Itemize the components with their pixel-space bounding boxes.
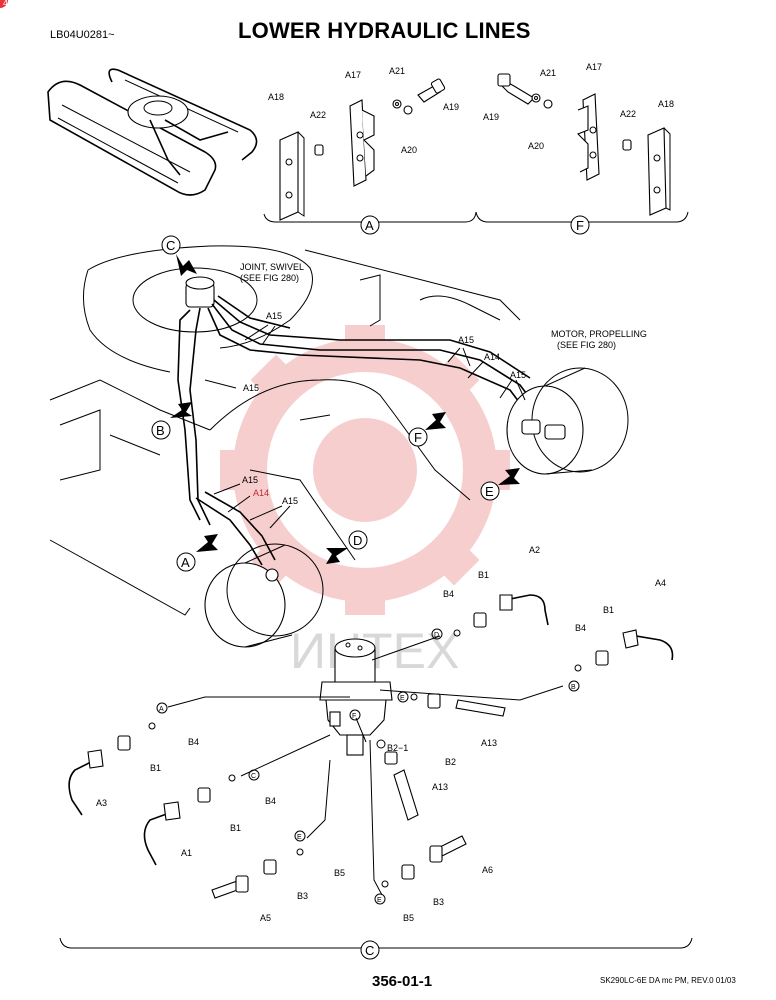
arrow-d-icon xyxy=(326,548,348,564)
section-c-bottom xyxy=(360,940,380,960)
motor-note-line2: (SEE FIG 280) xyxy=(557,340,616,350)
section-e-mid-label: E xyxy=(485,484,494,499)
section-a-top xyxy=(360,215,380,235)
tag-e-left: E xyxy=(297,834,302,841)
label-b4-top: B4 xyxy=(443,589,454,599)
label-a21-f: A21 xyxy=(540,68,556,78)
swivel-joint-note-line2: (SEE FIG 280) xyxy=(240,273,299,283)
label-a14-lower: A14 xyxy=(253,488,269,498)
section-b-mid xyxy=(151,420,171,440)
label-a22: A22 xyxy=(310,110,326,120)
page-number: 356-01-1 xyxy=(372,973,433,990)
label-b4-center: B4 xyxy=(265,796,276,806)
label-b5-right: B5 xyxy=(403,913,414,923)
corner-badge: 4 xyxy=(0,0,8,8)
footer-revision-code: SK290LC-6E DA mc PM, REV.0 01/03 xyxy=(600,976,736,985)
label-a6: A6 xyxy=(482,865,493,875)
label-a1: A1 xyxy=(181,848,192,858)
lower-exploded-parts xyxy=(59,594,693,957)
label-a20: A20 xyxy=(401,145,417,155)
section-c-mid-label: C xyxy=(166,238,175,253)
label-a21: A21 xyxy=(389,66,405,76)
section-c-bottom-label: C xyxy=(365,943,374,958)
label-b4-right: B4 xyxy=(575,623,586,633)
middle-leader-lines xyxy=(204,324,526,529)
detail-f-parts xyxy=(475,73,689,231)
label-a4: A4 xyxy=(655,578,666,588)
label-b2-1: B2−1 xyxy=(387,743,408,753)
document-code: LB04U0281~ xyxy=(50,29,115,41)
arrow-b-icon xyxy=(170,402,192,418)
label-b1-left: B1 xyxy=(150,763,161,773)
section-f-mid xyxy=(408,427,428,447)
swivel-joint-note-line1: JOINT, SWIVEL xyxy=(240,262,304,272)
label-a17-f: A17 xyxy=(586,62,602,72)
label-b2: B2 xyxy=(445,757,456,767)
section-a-top-label: A xyxy=(365,218,374,233)
label-b3-right: B3 xyxy=(433,897,444,907)
label-b5-left: B5 xyxy=(334,868,345,878)
label-a14-motor: A14 xyxy=(484,352,500,362)
motor-note-line1: MOTOR, PROPELLING xyxy=(551,329,647,339)
tag-e-right: E xyxy=(377,897,382,904)
arrow-a-icon xyxy=(196,534,218,552)
tag-d: D xyxy=(434,632,439,639)
label-b4-left: B4 xyxy=(188,737,199,747)
label-b1-right: B1 xyxy=(603,605,614,615)
arrow-f-icon xyxy=(425,412,446,430)
label-a19-f: A19 xyxy=(483,112,499,122)
label-a15-b: A15 xyxy=(243,383,259,393)
label-b1-top: B1 xyxy=(478,570,489,580)
section-a-mid-label: A xyxy=(181,555,190,570)
label-a15-swivel: A15 xyxy=(266,311,282,321)
label-a19: A19 xyxy=(443,102,459,112)
connection-tags: D B E F A C E E xyxy=(156,628,580,905)
callout-notes: JOINT, SWIVEL (SEE FIG 280) MOTOR, PROPE… xyxy=(240,262,647,350)
label-a2: A2 xyxy=(529,545,540,555)
label-a15-lower-2: A15 xyxy=(282,496,298,506)
label-a15-motor-2: A15 xyxy=(510,370,526,380)
arrow-e-icon xyxy=(498,468,520,485)
label-a20-f: A20 xyxy=(528,141,544,151)
label-a5: A5 xyxy=(260,913,271,923)
tag-f: F xyxy=(352,713,356,720)
part-labels: A18 A22 A17 A21 A19 A20 A19 A21 A17 A20 … xyxy=(96,62,674,923)
section-f-top xyxy=(570,215,590,235)
label-a15-lower: A15 xyxy=(242,475,258,485)
label-b3-left: B3 xyxy=(297,891,308,901)
direction-arrows xyxy=(170,254,520,564)
tag-a: A xyxy=(159,706,164,713)
label-a18-f: A18 xyxy=(658,99,674,109)
section-a-mid xyxy=(176,552,196,572)
label-a13-lower: A13 xyxy=(432,782,448,792)
label-a18: A18 xyxy=(268,92,284,102)
label-a17: A17 xyxy=(345,70,361,80)
section-c-mid xyxy=(161,235,181,255)
section-d-mid xyxy=(348,530,368,550)
label-a22-f: A22 xyxy=(620,109,636,119)
label-a15-motor: A15 xyxy=(458,335,474,345)
tag-c: C xyxy=(251,773,256,780)
label-b1-center: B1 xyxy=(230,823,241,833)
section-e-mid xyxy=(480,481,500,501)
arrow-c-icon xyxy=(176,254,197,276)
label-a3: A3 xyxy=(96,798,107,808)
tag-b: B xyxy=(571,684,576,691)
section-d-mid-label: D xyxy=(353,533,362,548)
section-b-mid-label: B xyxy=(156,423,165,438)
main-assembly xyxy=(49,245,629,648)
tag-e-center: E xyxy=(400,695,405,702)
label-a13-right: A13 xyxy=(481,738,497,748)
section-f-mid-label: F xyxy=(414,430,422,445)
section-markers: A F C B F E A D C xyxy=(151,215,590,960)
undercarriage-thumbnail xyxy=(47,68,258,196)
page-title: LOWER HYDRAULIC LINES xyxy=(238,18,531,43)
section-f-top-label: F xyxy=(576,218,584,233)
